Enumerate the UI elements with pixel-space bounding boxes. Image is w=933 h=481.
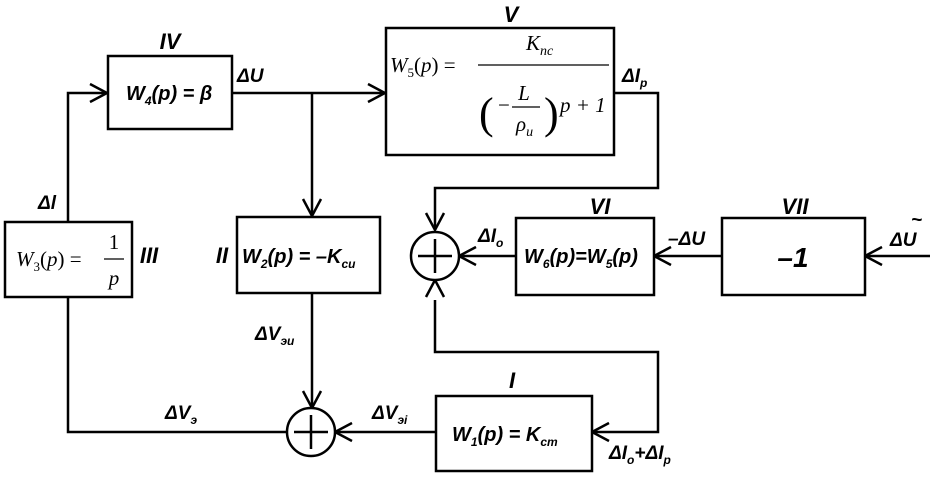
arrowhead-summer-top [424, 212, 446, 233]
tf-vii: –1 [777, 242, 808, 273]
signal-minus-du: –ΔU [668, 229, 706, 250]
block-vii [720, 216, 867, 297]
svg-text:): ) [544, 89, 559, 138]
signal-dip: ΔIp [621, 66, 647, 90]
svg-text:(: ( [479, 89, 494, 138]
svg-text:L: L [517, 81, 530, 105]
svg-text:ρи: ρи [515, 112, 533, 140]
tf-iii: W3(p) = 1 p [16, 230, 124, 290]
wire-summer-to-i [433, 300, 660, 434]
tf-i: W1(p) = Kст [452, 424, 558, 449]
signal-dvei-i: ΔVэі [371, 403, 408, 427]
label-vi: VI [590, 194, 612, 219]
svg-text:1: 1 [109, 230, 120, 254]
svg-text:−: − [498, 93, 510, 117]
wire-v-to-summer [433, 91, 660, 230]
signal-du: ΔU [236, 66, 265, 87]
signal-du-tilde: ΔU [889, 230, 918, 251]
signal-dvei: ΔVэи [254, 324, 295, 348]
signal-dve: ΔVэ [164, 403, 197, 427]
label-ii: II [216, 243, 229, 268]
summer-lower [285, 406, 337, 458]
label-iii: III [140, 243, 159, 268]
signal-dio-plus-dip: ΔIo+ΔIp [608, 443, 671, 467]
svg-text:W1(p) = Kст: W1(p) = Kст [452, 424, 558, 449]
tf-vi: W6(p)=W5(p) [524, 246, 638, 271]
tf-v: W5(p) = Kпс ( − L ρи ) p + 1 [390, 31, 609, 140]
summer-upper [409, 230, 461, 282]
tf-iv: W4(p) = β [126, 83, 212, 108]
svg-text:W2(p) = –Kси: W2(p) = –Kси [242, 246, 356, 271]
block-vi [514, 216, 656, 297]
wire-iii-to-iv [66, 91, 107, 222]
label-v: V [504, 2, 521, 27]
arrowhead-summer-bottom [424, 277, 446, 298]
block-ii [235, 215, 382, 295]
block-iv [106, 54, 234, 131]
label-vii: VII [782, 194, 810, 219]
tf-ii: W2(p) = –Kси [242, 246, 356, 271]
svg-text:W6(p)=W5(p): W6(p)=W5(p) [524, 246, 638, 271]
block-i [434, 394, 594, 473]
svg-text:W3(p) =: W3(p) = [16, 247, 82, 274]
svg-text:W5(p) =: W5(p) = [390, 53, 456, 80]
svg-text:Kпс: Kпс [525, 31, 554, 59]
signal-dl: Δl [37, 193, 57, 214]
svg-text:p + 1: p + 1 [558, 93, 606, 117]
label-iv: IV [160, 29, 183, 54]
signal-du-tilde-accent: ~ [911, 210, 922, 231]
signal-dio: ΔIo [477, 226, 503, 250]
block-v [384, 26, 616, 157]
wire-iii-to-summer [66, 297, 287, 434]
svg-text:W4(p) = β: W4(p) = β [126, 83, 212, 108]
label-i: I [509, 368, 516, 393]
svg-text:p: p [107, 266, 120, 290]
